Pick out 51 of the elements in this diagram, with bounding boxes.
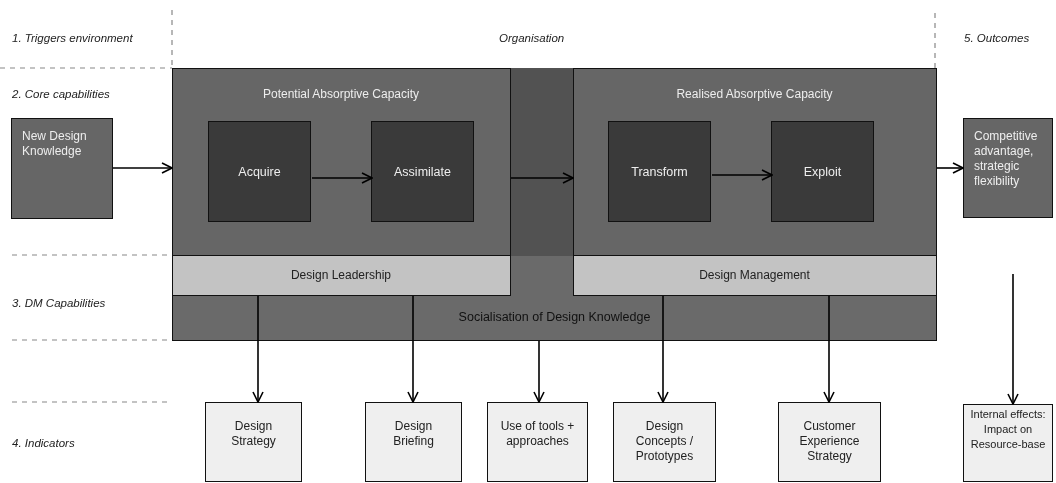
arrow (711, 169, 773, 181)
knowledge-box (11, 118, 113, 219)
arrow (510, 172, 574, 184)
node-text: Design Briefing (392, 419, 435, 449)
node-text: Socialisation of Design Knowledge (457, 310, 652, 325)
node-text: Acquire (237, 165, 282, 180)
arrow (936, 162, 964, 174)
arrow (657, 295, 669, 403)
arrow (533, 340, 545, 403)
arrow (311, 172, 373, 184)
section-label: 5. Outcomes (964, 32, 1030, 44)
indicator-box (365, 402, 462, 482)
section-label: 2. Core capabilities (12, 88, 110, 100)
section-label: 1. Triggers environment (12, 32, 133, 44)
node-text: Potential Absorptive Capacity (261, 86, 421, 102)
socialisation-band (172, 68, 937, 341)
process-box (608, 121, 711, 222)
indicator-box (613, 402, 716, 482)
node-text: Competitive advantage, strategic flexibility (974, 129, 1039, 189)
node-text: New Design Knowledge (22, 129, 88, 159)
indicator-box (487, 402, 588, 482)
capability-band (572, 254, 937, 296)
node-text: Design Concepts / Prototypes (634, 419, 695, 464)
capacity-panel (572, 67, 937, 256)
node-text: Design Management (698, 267, 811, 283)
indicator-box (963, 404, 1053, 482)
node-text: Transform (630, 165, 689, 180)
section-label: Organisation (499, 32, 565, 44)
arrow (252, 295, 264, 403)
node-text: Internal effects: Impact on Resource-base (969, 407, 1047, 452)
arrow (407, 295, 419, 403)
node-text: Design Strategy (230, 419, 277, 449)
node-text: Use of tools + approaches (500, 419, 575, 449)
arrow (823, 295, 835, 403)
indicator-box (778, 402, 881, 482)
arrow (112, 162, 173, 174)
arrow (1007, 273, 1019, 405)
capability-band (171, 254, 511, 296)
node-text: Exploit (802, 165, 843, 180)
indicator-box (205, 402, 302, 482)
knowledge-box (963, 118, 1053, 218)
node-text: Design Leadership (289, 267, 393, 283)
node-text: Assimilate (393, 165, 452, 180)
capacity-panel (171, 67, 511, 256)
section-label: 4. Indicators (12, 437, 75, 449)
section-label: 3. DM Capabilities (12, 297, 106, 309)
process-box (771, 121, 874, 222)
node-text: Realised Absorptive Capacity (675, 86, 834, 102)
process-box (208, 121, 311, 222)
process-box (371, 121, 474, 222)
node-text: Customer Experience Strategy (798, 419, 861, 464)
